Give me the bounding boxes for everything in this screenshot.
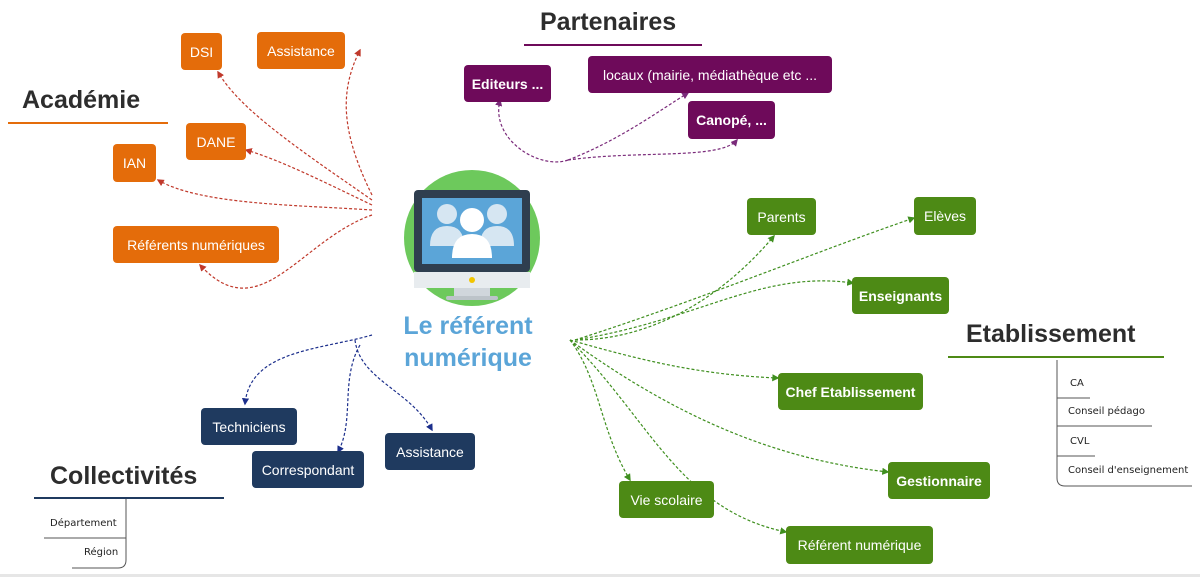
node-enseignants[interactable]: Enseignants	[852, 277, 949, 314]
underline-academie	[8, 122, 168, 124]
node-referent-numerique[interactable]: Référent numérique	[786, 526, 933, 564]
list-item-ca: CA	[1070, 378, 1084, 389]
node-techniciens[interactable]: Techniciens	[201, 408, 297, 445]
link-techniciens	[241, 334, 373, 406]
center-title-line2: numérique	[404, 344, 532, 372]
section-title-etablissement: Etablissement	[966, 320, 1136, 348]
link-editeurs	[495, 98, 569, 163]
node-assistance-academie[interactable]: Assistance	[257, 32, 345, 69]
node-vie-scolaire[interactable]: Vie scolaire	[619, 481, 714, 518]
link-canope	[567, 138, 738, 161]
link-vie-scolaire	[569, 339, 631, 482]
computer-users-icon	[404, 170, 540, 306]
center-title-line1: Le référent	[403, 312, 533, 340]
link-enseignants	[574, 278, 855, 341]
node-editeurs[interactable]: Editeurs ...	[464, 65, 551, 102]
node-ian[interactable]: IAN	[113, 144, 156, 182]
link-dsi	[217, 70, 373, 201]
link-referents	[199, 214, 373, 289]
node-referents-numeriques[interactable]: Référents numériques	[113, 226, 279, 263]
center-title: Le référent numérique	[388, 310, 548, 374]
list-item-region: Région	[84, 547, 119, 558]
underline-etablissement	[948, 356, 1164, 358]
link-assistance-academie	[345, 48, 373, 196]
link-gestionnaire	[569, 339, 890, 475]
list-item-conseil-pedago: Conseil pédago	[1068, 406, 1145, 417]
link-locaux	[567, 92, 690, 161]
section-title-collectivites: Collectivités	[50, 462, 198, 490]
list-item-conseil-enseignement: Conseil d'enseignement	[1068, 465, 1189, 476]
node-parents[interactable]: Parents	[747, 198, 816, 235]
node-chef-etablissement[interactable]: Chef Etablissement	[778, 373, 923, 410]
underline-collectivites	[34, 497, 224, 499]
node-eleves[interactable]: Elèves	[914, 197, 976, 235]
link-ian	[156, 179, 373, 211]
section-title-partenaires: Partenaires	[540, 8, 677, 36]
node-assistance-collectivites[interactable]: Assistance	[385, 433, 475, 470]
underline-partenaires	[524, 44, 702, 46]
link-assistance-collectivites	[354, 339, 433, 432]
link-referent	[569, 339, 788, 535]
node-locaux[interactable]: locaux (mairie, médiathèque etc ...	[588, 56, 832, 93]
link-chef	[569, 339, 780, 382]
node-canope[interactable]: Canopé, ...	[688, 101, 775, 139]
bottom-bar	[0, 574, 1200, 577]
list-item-cvl: CVL	[1070, 436, 1090, 447]
link-eleves	[574, 216, 916, 341]
node-correspondant[interactable]: Correspondant	[252, 451, 364, 488]
link-correspondant	[337, 344, 361, 454]
node-dsi[interactable]: DSI	[181, 33, 222, 70]
link-dane	[244, 148, 373, 206]
node-dane[interactable]: DANE	[186, 123, 246, 160]
section-title-academie: Académie	[22, 86, 141, 114]
node-gestionnaire[interactable]: Gestionnaire	[888, 462, 990, 499]
list-item-departement: Département	[50, 518, 117, 529]
link-parents	[574, 234, 775, 341]
